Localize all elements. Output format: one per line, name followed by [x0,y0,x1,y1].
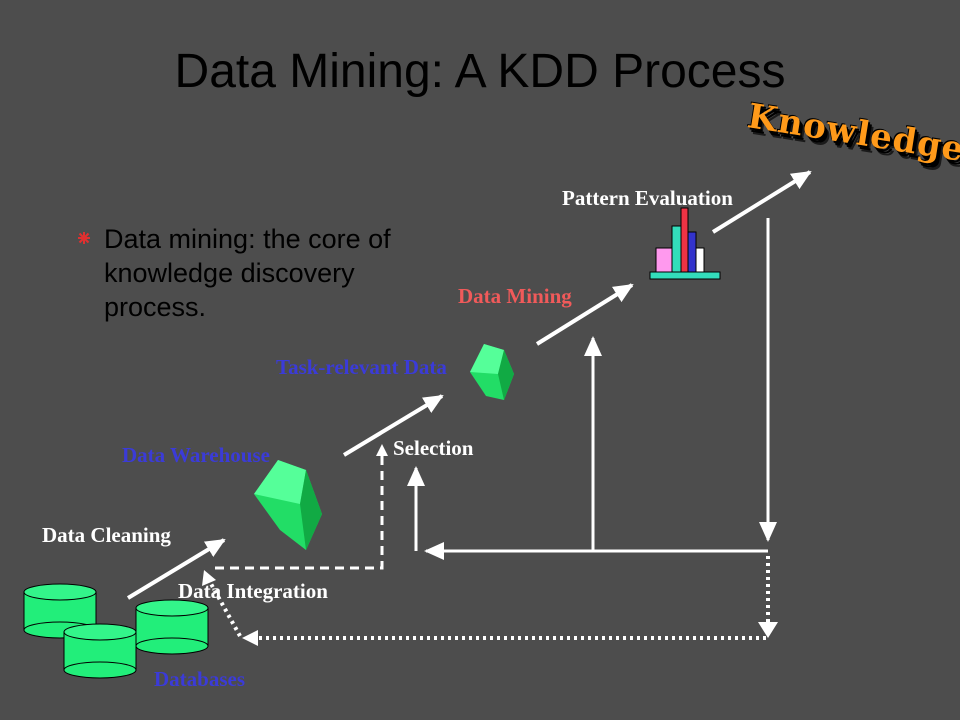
database-cylinder-icon [135,599,209,655]
dashed-integration-path [215,456,384,570]
bullet-text: Data mining: the core of knowledge disco… [104,224,391,322]
label-data-warehouse: Data Warehouse [122,443,270,467]
dotted-arrow-head-left [242,630,258,646]
arrow-pattern-to-knowledge [711,170,812,234]
label-task-relevant-data: Task-relevant Data [276,355,447,379]
label-databases: Databases [154,667,246,691]
arrow-warehouse-to-task-data [342,394,444,457]
database-cylinder-icon [63,623,137,679]
green-gem-icon [470,344,514,400]
arrow-databases-to-cleaning [126,538,226,600]
dashed-arrow-head-up [376,444,388,456]
dotted-arrow-head-cleaning [202,570,216,586]
label-data-cleaning: Data Cleaning [42,523,171,547]
database-cylinder-icon [23,583,97,639]
label-pattern-evaluation: Pattern Evaluation [562,186,733,210]
dotted-arrow-head-down [758,622,778,638]
slide-title: Data Mining: A KDD Process [174,45,786,98]
sparkle-bullet-icon [78,232,90,244]
arrow-task-data-to-mining [535,283,634,346]
dotted-to-cleaning [208,581,242,637]
label-data-mining: Data Mining [458,284,572,308]
green-gem-icon [254,460,322,550]
label-selection: Selection [393,436,474,460]
label-data-integration: Data Integration [178,579,328,603]
bar-chart-icon [649,207,721,280]
